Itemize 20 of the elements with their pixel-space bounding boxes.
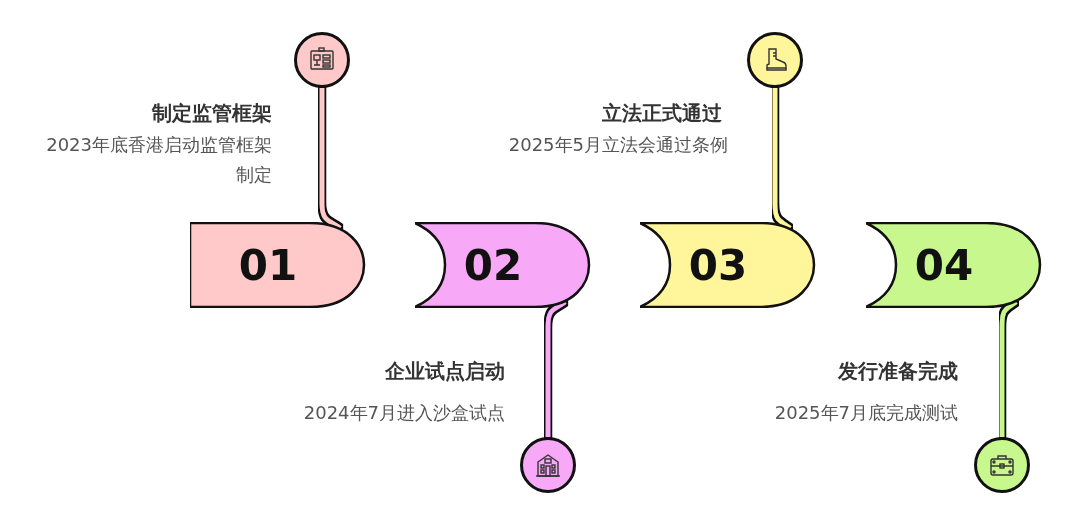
milestone-description: 2024年7月进入沙盒试点 — [302, 401, 505, 425]
milestone-title: 企业试点启动 — [385, 358, 505, 385]
connector-line — [319, 88, 342, 230]
connector-line — [545, 300, 567, 437]
icon-circle — [974, 437, 1030, 493]
milestone-description: 2025年5月立法会通过条例 — [507, 133, 728, 157]
step-number: 03 — [688, 240, 748, 290]
connector-line — [999, 300, 1018, 437]
icon-circle — [520, 437, 576, 493]
icon-circle — [294, 32, 350, 88]
step-number: 04 — [914, 240, 974, 290]
milestone-title: 立法正式通过 — [602, 100, 722, 127]
milestone-title: 制定监管框架 — [152, 100, 272, 127]
step-number: 01 — [238, 240, 298, 290]
milestone-description: 2023年底香港启动监管框架制定 — [45, 133, 272, 187]
connector-line — [772, 88, 792, 230]
milestone-title: 发行准备完成 — [838, 358, 958, 385]
step-number: 02 — [463, 240, 523, 290]
milestone-description: 2025年7月底完成测试 — [773, 401, 958, 425]
icon-circle — [747, 32, 803, 88]
